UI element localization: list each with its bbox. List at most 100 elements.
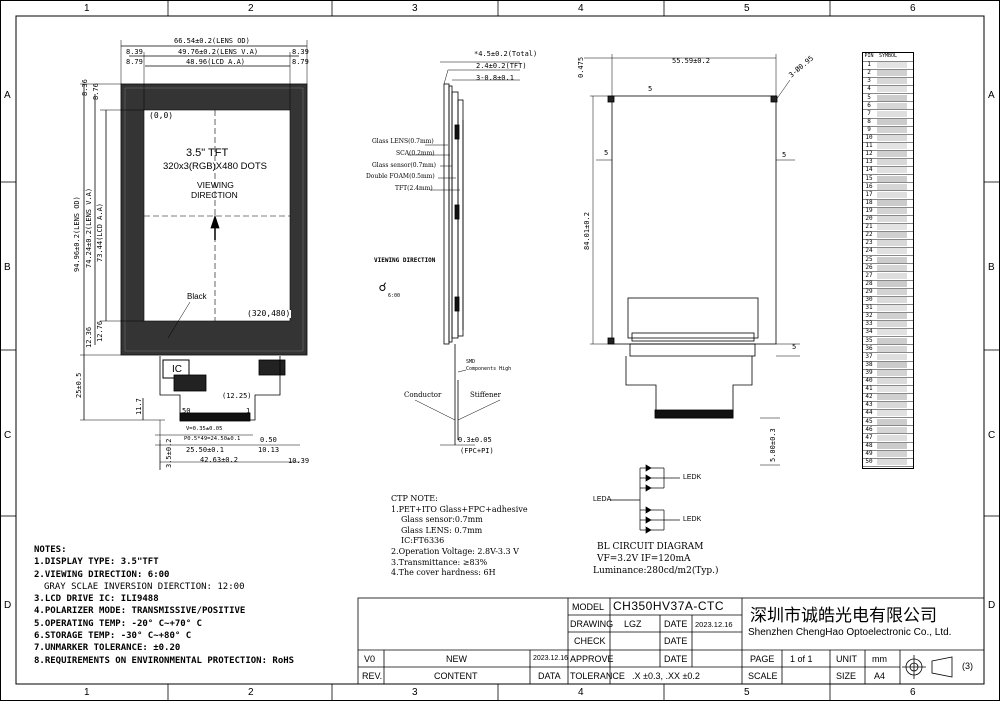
pin-row: 34 (863, 328, 913, 338)
ledk-2: LEDK (683, 516, 702, 523)
layer-glass-sensor: Glass sensor(0.7mm) (372, 162, 437, 169)
pin-number: 21 (865, 223, 873, 231)
tb-new: NEW (446, 654, 467, 664)
pin-symbol-redacted (877, 232, 907, 239)
pin-number: 25 (865, 255, 873, 263)
pin-header: PIN (864, 53, 874, 59)
pin-symbol-redacted (877, 78, 907, 85)
pin-row: 17 (863, 191, 913, 200)
ctp-line: 3.Transmittance: ≥83% (391, 557, 488, 567)
tb-size-label: SIZE (836, 671, 857, 681)
pin-row: 7 (863, 110, 913, 119)
pin-row: 5 (863, 94, 913, 103)
pin-row: 6 (863, 102, 913, 111)
dim-879-right: 8.79 (292, 58, 309, 66)
zone-col-3-bottom: 3 (412, 687, 418, 698)
pin-row: 27 (863, 272, 913, 281)
dim-1225: (12.25) (222, 392, 252, 400)
pin-row: 26 (863, 264, 913, 273)
pin-number: 50 (865, 458, 873, 465)
pin-row: 33 (863, 320, 913, 330)
pin-number: 15 (865, 174, 873, 182)
tb-tolerance-label: TOLERANCE (570, 671, 625, 681)
pin-number: 36 (865, 344, 873, 352)
tb-drawer: LGZ (624, 619, 642, 629)
zone-col-2-bottom: 2 (248, 687, 254, 698)
pin-symbol-redacted (877, 175, 907, 182)
tb-unit-value: mm (872, 654, 887, 664)
pin-row: 39 (863, 369, 913, 378)
pin-symbol-redacted (877, 216, 907, 222)
pin-number: 47 (865, 433, 873, 441)
pin-number: 28 (865, 279, 873, 287)
dim-lcd-aa: 48.96(LCD A.A) (186, 58, 246, 66)
pin-number: 16 (865, 182, 873, 190)
pin-number: 48 (865, 441, 873, 449)
pin-row: 20 (863, 215, 913, 224)
pin-number: 27 (865, 271, 873, 279)
backlight-circuit (610, 464, 680, 534)
pin-number: 1 (867, 61, 871, 69)
pin-symbol-redacted (877, 280, 907, 287)
pin-number: 19 (865, 206, 873, 214)
dim-lens-va: 49.76±0.2(LENS V.A) (178, 48, 259, 56)
pin-row: 9 (863, 126, 913, 135)
rear-five-bottom: 5 (792, 343, 797, 351)
pin-symbol-redacted (877, 86, 907, 93)
tb-scale-label: SCALE (748, 671, 778, 681)
ctp-line: 2.Operation Voltage: 2.8V-3.3 V (391, 546, 519, 556)
pin-row: 24 (863, 247, 913, 257)
pin-symbol-redacted (877, 118, 907, 125)
pin-row: 37 (863, 353, 913, 362)
pin-row: 47 (863, 434, 913, 443)
pin-number: 13 (865, 158, 873, 166)
pin-row: 31 (863, 304, 913, 313)
black-label: Black (186, 292, 208, 301)
pin-symbol-redacted (877, 321, 907, 328)
pin-symbol-redacted (877, 450, 907, 457)
pin-symbol-redacted (877, 369, 907, 376)
notes-line: 3.LCD DRIVE IC: ILI9488 (34, 594, 159, 605)
fpc-pin-1: 1 (246, 407, 251, 415)
zone-row-b-right: B (988, 262, 995, 273)
pin-row: 35 (863, 337, 913, 346)
notes-line: 4.POLARIZER MODE: TRANSMISSIVE/POSITIVE (34, 606, 246, 617)
dim-839-right: 8.39 (292, 48, 309, 56)
pin-symbol-redacted (877, 256, 907, 263)
pin-symbol-redacted (877, 297, 907, 303)
tb-date-1: 2023.12.16 (695, 620, 733, 629)
notes-line: 6.STORAGE TEMP: -30° C~+80° C (34, 631, 192, 642)
zone-row-a-right: A (988, 90, 995, 101)
pin-symbol-redacted (877, 102, 907, 109)
pin-row: 8 (863, 118, 913, 127)
pin-number: 39 (865, 368, 873, 376)
pin-row: 28 (863, 280, 913, 289)
tb-data-label: DATA (538, 671, 561, 681)
ctp-line: Glass sensor:0.7mm (401, 515, 483, 525)
pin-symbol-redacted (877, 70, 907, 77)
tb-page-value: 1 of 1 (790, 654, 813, 664)
pin-row: 12 (863, 150, 913, 160)
eye-icon: ☌ (379, 280, 387, 294)
side-fpc-pi: (FPC+PI) (460, 447, 494, 455)
pin-number: 31 (865, 304, 873, 312)
pin-symbol-redacted (877, 207, 907, 214)
ctp-note: CTP NOTE: 1.PET+ITO Glass+FPC+adhesive G… (391, 494, 528, 579)
zone-row-c-right: C (988, 430, 996, 441)
pin-number: 44 (865, 409, 873, 417)
notes-line: 2.VIEWING DIRECTION: 6:00 (34, 569, 170, 580)
tb-date-label-1: DATE (664, 619, 688, 629)
pin-row: 50 (863, 458, 913, 467)
pin-symbol-redacted (877, 410, 907, 417)
dim-879-left: 8.79 (126, 58, 143, 66)
pin-symbol-redacted (877, 353, 907, 360)
side-conductor: Conductor (404, 391, 442, 399)
dim-839-left: 8.39 (126, 48, 143, 56)
notes-line: 7.UNMARKER TOLERANCE: ±0.20 (34, 643, 181, 654)
dim-836: 8.36 (81, 79, 89, 96)
dim-35: 3.5±0.2 (165, 438, 173, 468)
tb-tolerance-value: .X ±0.3, .XX ±0.2 (632, 671, 700, 681)
dim-4263: 42.63±0.2 (200, 456, 238, 464)
zone-col-6-bottom: 6 (910, 687, 916, 698)
pin-number: 26 (865, 263, 873, 271)
